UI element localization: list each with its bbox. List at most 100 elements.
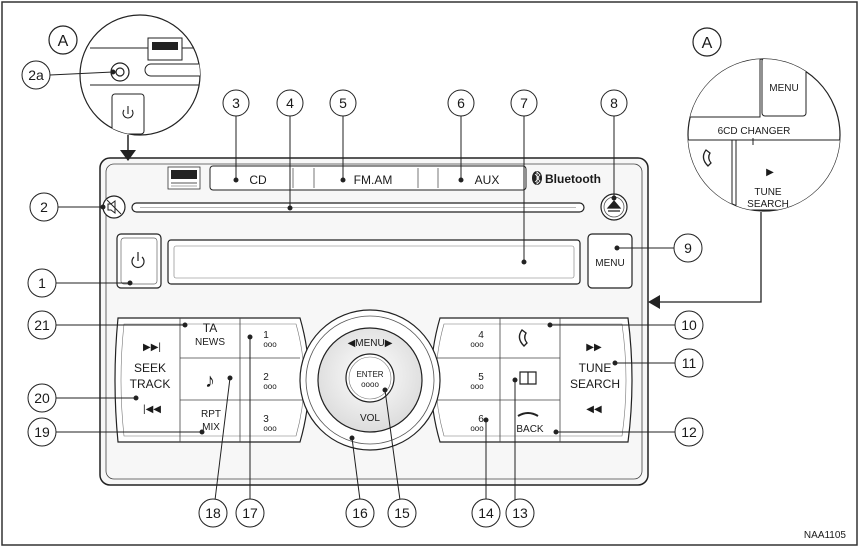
preset-dots-icon: ooo xyxy=(470,382,484,391)
svg-text:14: 14 xyxy=(478,505,494,521)
power-icon xyxy=(131,252,145,268)
seek-label: SEEK xyxy=(134,361,166,375)
phone-icon xyxy=(518,329,528,347)
preset-2-label: 2 xyxy=(263,372,269,383)
enter-button[interactable]: ENTER oooo xyxy=(345,353,395,403)
svg-text:1: 1 xyxy=(38,275,46,291)
tune-search-button[interactable]: ▶▶ TUNE SEARCH ◀◀ xyxy=(570,342,620,415)
down-arrow-icon xyxy=(120,150,136,161)
back-button[interactable]: BACK xyxy=(516,412,544,435)
callout-12: 12 xyxy=(674,417,704,447)
callout-2a: 2a xyxy=(21,60,51,90)
preset-4-button[interactable]: 4 ooo xyxy=(470,330,484,349)
svg-text:4: 4 xyxy=(286,95,294,111)
bluetooth-logo: Bluetooth xyxy=(532,171,601,186)
hang-up-icon xyxy=(517,412,539,417)
callout-16: 16 xyxy=(345,498,375,528)
track-label: TRACK xyxy=(130,377,171,391)
cd-button[interactable]: CD xyxy=(249,173,267,187)
left-arrow-icon xyxy=(648,295,660,309)
next-track-icon: ▶▶| xyxy=(143,342,161,353)
preset-1-label: 1 xyxy=(263,330,269,341)
eject-icon xyxy=(606,200,622,212)
phone-button[interactable] xyxy=(518,329,528,347)
ta-label: TA xyxy=(203,321,217,335)
mute-button[interactable] xyxy=(102,195,126,219)
music-note-icon: ♪ xyxy=(205,370,215,392)
svg-text:A: A xyxy=(702,35,713,52)
aux-button[interactable]: AUX xyxy=(475,173,500,187)
callouts xyxy=(49,69,675,501)
svg-text:5: 5 xyxy=(339,95,347,111)
preset-dots-icon: ooo xyxy=(263,382,277,391)
preset-2-button[interactable]: 2 ooo xyxy=(263,372,277,391)
phone-icon xyxy=(702,149,712,167)
power-button[interactable] xyxy=(116,233,162,289)
preset-6-button[interactable]: 6 ooo xyxy=(470,414,484,433)
enter-dots-icon: oooo xyxy=(361,380,379,389)
callout-17: 17 xyxy=(235,498,265,528)
knob-menu-label: ◀MENU▶ xyxy=(348,338,393,349)
music-note-button[interactable]: ♪ xyxy=(205,370,215,392)
callout-2: 2 xyxy=(29,192,59,222)
preset-1-button[interactable]: 1 ooo xyxy=(263,330,277,349)
fast-forward-icon: ▶▶ xyxy=(586,342,602,353)
callout-15: 15 xyxy=(387,498,417,528)
preset-3-label: 3 xyxy=(263,414,269,425)
svg-text:11: 11 xyxy=(682,355,697,371)
callout-6: 6 xyxy=(447,89,475,117)
back-label: BACK xyxy=(516,424,544,435)
svg-text:17: 17 xyxy=(242,505,258,521)
inset-tune-label: TUNE xyxy=(754,187,782,198)
radio-unit: CD FM.AM AUX Bluetooth xyxy=(99,157,649,486)
mix-label: MIX xyxy=(202,422,220,433)
svg-text:2: 2 xyxy=(40,199,48,215)
preset-dots-icon: ooo xyxy=(470,424,484,433)
ta-news-button[interactable]: TA NEWS xyxy=(195,321,225,348)
seek-track-button[interactable]: ▶▶| SEEK TRACK |◀◀ xyxy=(130,342,171,415)
callout-21: 21 xyxy=(27,310,57,340)
svg-text:21: 21 xyxy=(34,317,50,333)
callout-7: 7 xyxy=(510,89,538,117)
inset-play-icon: ▶ xyxy=(766,167,774,178)
svg-text:3: 3 xyxy=(232,95,240,111)
preset-5-button[interactable]: 5 ooo xyxy=(470,372,484,391)
rpt-label: RPT xyxy=(201,409,221,420)
detail-marker-left: A xyxy=(48,25,78,55)
menu-button[interactable]: MENU xyxy=(587,233,633,289)
preset-5-label: 5 xyxy=(478,372,484,383)
callout-circles: 2a 2 3 4 5 6 7 8 9 1 21 10 11 20 19 12 1… xyxy=(21,60,704,528)
callout-18: 18 xyxy=(198,498,228,528)
bluetooth-label: Bluetooth xyxy=(545,172,601,186)
detail-marker-right: A xyxy=(692,27,722,57)
inset-menu-label: MENU xyxy=(769,83,798,94)
svg-text:6: 6 xyxy=(457,95,465,111)
display-screen xyxy=(167,239,581,285)
menu-button-label: MENU xyxy=(595,258,624,269)
fm-am-button[interactable]: FM.AM xyxy=(354,173,393,187)
tune-label: TUNE xyxy=(579,361,612,375)
svg-text:9: 9 xyxy=(684,240,692,256)
right-inset-pointer xyxy=(660,212,762,303)
faceplate-inner xyxy=(105,163,643,480)
preset-dots-icon: ooo xyxy=(263,340,277,349)
preset-4-label: 4 xyxy=(478,330,484,341)
phonebook-button[interactable] xyxy=(519,371,537,385)
preset-dots-icon: ooo xyxy=(263,424,277,433)
vol-label: VOL xyxy=(360,413,380,424)
book-icon xyxy=(519,371,537,385)
callout-13: 13 xyxy=(505,498,535,528)
callout-1: 1 xyxy=(27,268,57,298)
callout-10: 10 xyxy=(674,310,704,340)
svg-text:7: 7 xyxy=(520,95,528,111)
preset-3-button[interactable]: 3 ooo xyxy=(263,414,277,433)
rpt-mix-button[interactable]: RPT MIX xyxy=(201,409,221,433)
svg-text:20: 20 xyxy=(34,390,50,406)
svg-text:13: 13 xyxy=(512,505,528,521)
callout-4: 4 xyxy=(276,89,304,117)
callout-9: 9 xyxy=(673,233,703,263)
inset-search-label: SEARCH xyxy=(747,199,789,210)
svg-text:8: 8 xyxy=(610,95,618,111)
callout-5: 5 xyxy=(329,89,357,117)
